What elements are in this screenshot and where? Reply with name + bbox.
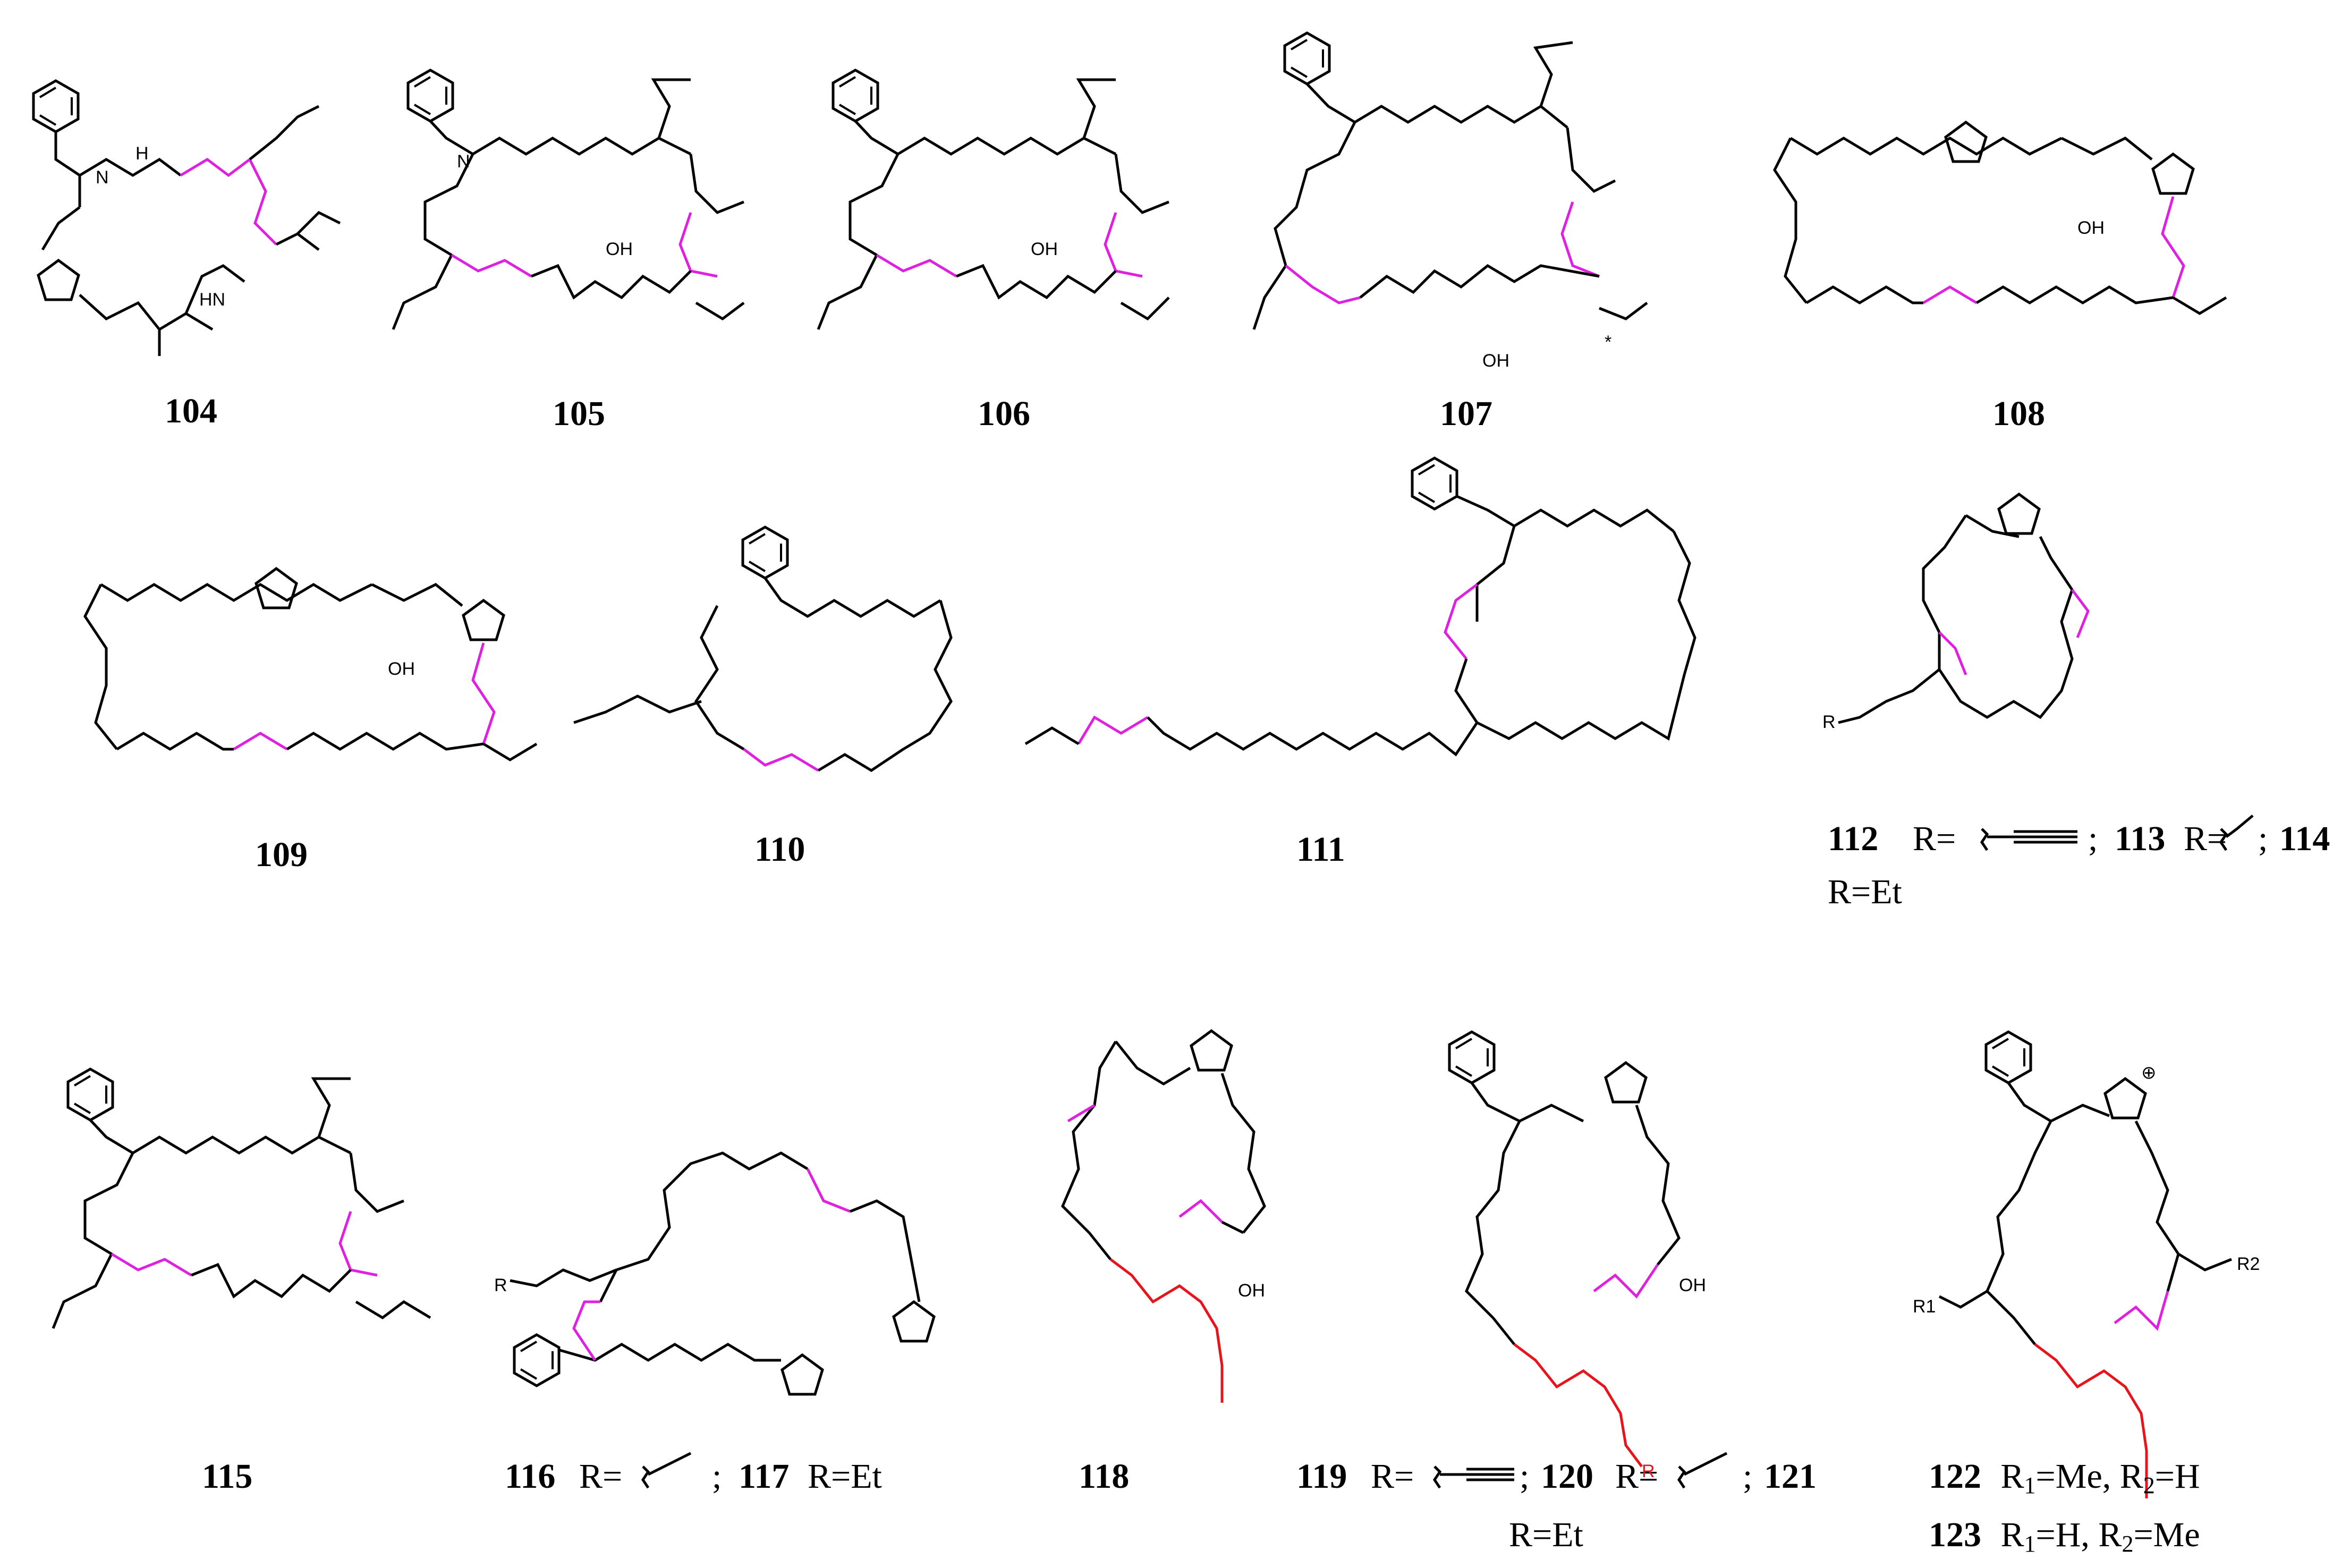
atom-label: R1	[1913, 1296, 1936, 1317]
caption-117-num: 117	[739, 1457, 789, 1496]
compound-110	[573, 527, 953, 772]
caption-113-r: R=	[2184, 819, 2227, 858]
label-104: 104	[165, 392, 217, 430]
caption-119-121: 119 R= ; 120 R= ; 121 R=Et	[1296, 1452, 1817, 1554]
caption-120-num: 120	[1541, 1457, 1593, 1496]
label-110: 110	[754, 830, 805, 869]
label-105: 105	[553, 394, 605, 433]
caption-121-num: 121	[1764, 1457, 1817, 1496]
caption-112-r: R=	[1913, 819, 1956, 858]
caption-119-r: R=	[1371, 1457, 1414, 1496]
caption-116-sep: ;	[712, 1457, 722, 1496]
compound-118	[1061, 1031, 1266, 1403]
atom-label: OH	[606, 239, 633, 259]
compound-111	[1024, 458, 1696, 757]
caption-112-114: 112 R= ; 113 R= ; 114 R=Et	[1828, 815, 2330, 911]
caption-119-sep: ;	[1520, 1457, 1529, 1496]
compound-105	[392, 70, 745, 330]
caption-116-num: 116	[505, 1457, 555, 1496]
atom-labels: N H HN N OH OH OH * OH OH R R R R1 R2 ⊕ …	[96, 143, 2260, 1481]
label-109: 109	[255, 835, 308, 874]
atom-label: OH	[1482, 351, 1509, 371]
caption-121-r: R=Et	[1509, 1515, 1583, 1554]
compound-122-123	[1938, 1032, 2232, 1498]
atom-label: OH	[388, 659, 415, 679]
caption-114-r: R=Et	[1828, 872, 1902, 911]
compound-labels: 104 105 106 107 108 109 110 111 115 118	[165, 392, 2045, 1496]
atom-label: OH	[1031, 239, 1058, 259]
label-118: 118	[1079, 1457, 1129, 1496]
compound-109	[83, 569, 538, 761]
label-106: 106	[978, 394, 1030, 433]
caption-113-sep: ;	[2258, 819, 2268, 858]
atom-label: OH	[1238, 1281, 1265, 1301]
svg-text:122 R1=Me, R2=H: 122 R1=Me, R2=H	[1929, 1457, 2200, 1498]
atom-label: R	[494, 1275, 507, 1295]
svg-text:112 R= ; 113: 112 R= ; 113 R= ; 114	[1828, 819, 2330, 858]
atom-label: OH	[2077, 218, 2105, 238]
compound-116-117	[510, 1151, 934, 1394]
caption-112-num: 112	[1828, 819, 1878, 858]
atom-label: R	[1822, 712, 1836, 732]
caption-113-num: 113	[2115, 819, 2165, 858]
atom-label: H	[135, 143, 149, 164]
caption-116-117: 116 R= ; 117 R=Et	[505, 1452, 882, 1496]
caption-120-sep: ;	[1743, 1457, 1752, 1496]
label-108: 108	[1992, 394, 2045, 433]
atom-label: ⊕	[2141, 1063, 2157, 1083]
caption-112-sep: ;	[2088, 819, 2098, 858]
caption-119-num: 119	[1296, 1457, 1347, 1496]
compound-115	[52, 1069, 431, 1329]
label-107: 107	[1440, 394, 1492, 433]
label-115: 115	[202, 1457, 252, 1496]
atom-label: N	[457, 151, 470, 172]
svg-text:123 R1=H, R2=Me: 123 R1=H, R2=Me	[1929, 1515, 2200, 1557]
compound-104	[33, 81, 341, 356]
atom-label: R2	[2237, 1254, 2260, 1274]
compound-108	[1773, 122, 2227, 315]
atom-label: R	[1642, 1461, 1655, 1481]
caption-114-num: 114	[2279, 819, 2330, 858]
atom-label: *	[1605, 332, 1611, 352]
caption-122-num: 122	[1929, 1457, 1981, 1496]
compound-112-114	[1838, 494, 2090, 724]
compound-106	[817, 70, 1170, 330]
svg-text:119 R= ; 120: 119 R= ; 120 R= ; 121	[1296, 1457, 1817, 1496]
caption-123-num: 123	[1929, 1515, 1981, 1554]
caption-117-r: R=Et	[808, 1457, 882, 1496]
caption-120-r: R=	[1615, 1457, 1658, 1496]
caption-122-123: 122 R1=Me, R2=H 123 R1=H, R2=Me	[1929, 1457, 2200, 1557]
caption-116-r: R=	[579, 1457, 622, 1496]
compound-119-121	[1449, 1032, 1681, 1468]
atom-label: HN	[199, 290, 225, 310]
svg-text:116 R= ; 117: 116 R= ; 117 R=Et	[505, 1457, 882, 1496]
atom-label: N	[96, 167, 109, 188]
atom-label: OH	[1679, 1275, 1706, 1295]
label-111: 111	[1296, 830, 1345, 869]
compound-107	[1252, 33, 1648, 330]
